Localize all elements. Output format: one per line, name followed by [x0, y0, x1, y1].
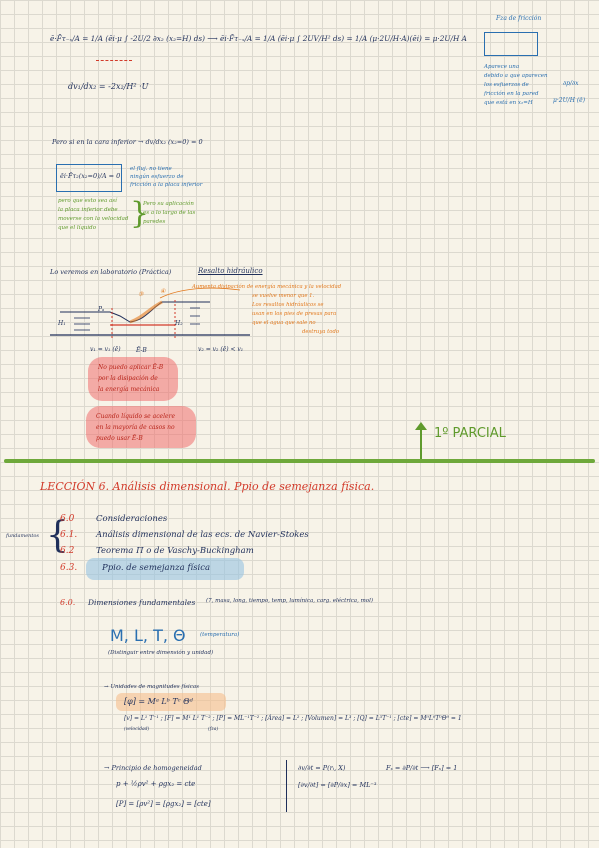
dims-heading-num: 6.0.	[60, 598, 76, 607]
green-note-line: pero que esto sea así	[58, 198, 117, 204]
boxed-equation-frame	[56, 164, 122, 192]
homog-right2: [∂v/∂t] = [∂P/∂x] = ML⁻³	[298, 781, 377, 789]
underline-mark	[96, 58, 132, 61]
lower-plate-line: Pero si en la cara inferior → dv/dx₂ (x₂…	[52, 138, 203, 146]
green-brace: }	[130, 196, 150, 231]
green-right-line: Pero su aplicación	[143, 201, 194, 207]
mlt-note: (temperatura)	[200, 632, 240, 638]
homog-right1: ∂v/∂t = P(rᵢ, X)	[298, 764, 346, 772]
units-row: [v] = L¹ T⁻¹ ; [F] = M¹ L¹ T⁻² ; [P] = M…	[124, 715, 462, 722]
units-sub-force: (fza)	[208, 727, 219, 732]
lab-heading: Lo veremos en laboratorio (Práctica)	[50, 268, 172, 276]
parcial-divider	[4, 459, 595, 463]
phi-highlight	[116, 693, 226, 711]
green-note: pero que esto sea así la placa inferior …	[58, 197, 128, 233]
label-3: ③	[138, 291, 144, 298]
equation-friction: ē·F̄τ₋ₓ/A = 1/A (ēi·μ ∫ -2U/2 ∂x₂ (x₂=H)…	[50, 34, 467, 43]
note-list: Aparece una debido a que aparecen los es…	[484, 63, 548, 108]
label-pa: Pₐ	[98, 306, 105, 313]
orange-note: Aumenta disipación de energía mecánica y…	[192, 283, 341, 337]
note-right-1: ∂p/∂x	[563, 80, 579, 87]
homog-eq1: p + ½ρv² + ρgx₂ = cte	[116, 780, 196, 788]
red-note-line: puedo usar Ē-B	[96, 435, 143, 442]
red-note-2: Cuando líquido se acelere en la mayoría …	[96, 411, 175, 444]
hydraulic-jump-diagram	[50, 287, 250, 340]
green-right-line: paredes	[143, 219, 166, 225]
orange-note-line: usan en los pies de presas para	[252, 311, 337, 317]
box-note-line: fricción a la placa inferior	[130, 182, 203, 188]
note-line: debido a que aparecen	[484, 73, 548, 79]
highlight-item-6-3	[86, 558, 244, 580]
orange-note-line: Aumenta disipación de energía mecánica y…	[192, 284, 342, 290]
box-note-line: ningún esfuerzo de	[130, 174, 184, 180]
lesson-title: LECCIÓN 6. Análisis dimensional. Ppio de…	[40, 480, 375, 493]
arrow-head-icon	[415, 422, 427, 430]
red-note-line: la energía mecánica	[98, 386, 160, 393]
arrow-icon	[420, 428, 422, 460]
green-right: Pero su aplicación es a lo largo de las …	[143, 200, 195, 227]
orange-note-line: que el agua que sale no	[252, 320, 316, 326]
equation-derivative: dv₁/dx₂ = -2x₂/H² ·U	[68, 82, 149, 91]
red-note-line: en la mayoría de casos no	[96, 424, 175, 431]
red-note-1: No puedo aplicar Ē-B por la disipación d…	[98, 362, 163, 395]
green-note-line: que el líquido	[58, 225, 97, 231]
dims-heading-note: (7, masa, long, tiempo, temp, lumínica, …	[206, 598, 374, 604]
item-text-6-0: Consideraciones	[96, 514, 168, 524]
phi-formula: [φ] = Mᵃ Lᵇ Tᶜ Θᵈ	[124, 697, 193, 706]
item-num-6-0: 6.0	[60, 514, 75, 524]
green-right-line: es a lo largo de las	[143, 210, 196, 216]
parcial-label: 1º PARCIAL	[434, 426, 506, 441]
homog-eq2: [P] = [ρv²] = [ρgx₂] = [cte]	[116, 800, 211, 808]
item-num-6-2: 6.2	[60, 546, 75, 556]
note-line: que está en x₂=H	[484, 100, 533, 106]
item-text-6-2: Teorema Π o de Vaschy-Buckingham	[96, 546, 254, 556]
mlt-symbols: M, L, T, Θ	[110, 626, 186, 645]
brace-icon: {	[46, 515, 69, 556]
homog-right3: Fₓ = ∂P/∂t ⟶ [Fₓ] = 1	[386, 764, 458, 772]
units-heading: → Unidades de magnitudes físicas	[104, 684, 199, 690]
orange-note-line: destruya todo	[302, 329, 340, 335]
units-sub-velocity: (velocidad)	[124, 727, 150, 732]
note-line: los esfuerzos de	[484, 82, 529, 88]
box-note: el fluj. no tiene ningún esfuerzo de fri…	[130, 165, 202, 189]
note-right-2: μ·2U/H (ē)	[553, 97, 586, 104]
green-note-line: moverse con la velocidad	[58, 216, 129, 222]
note-title: Fza de fricción	[496, 15, 542, 22]
vertical-divider	[286, 760, 287, 812]
item-num-6-3: 6.3.	[60, 563, 78, 573]
orange-note-line: se vuelve menor que 1.	[252, 293, 315, 299]
item-text-6-1: Análisis dimensional de las ecs. de Navi…	[96, 530, 309, 540]
label-h2: H₂	[175, 320, 183, 327]
boxed-equation: ēi·F̄τ₂(x₂=0)/A = 0	[60, 172, 121, 180]
red-note-line: por la disipación de	[98, 375, 158, 382]
label-v2: v₂ = v₂ (ē) < v₁	[198, 346, 244, 353]
label-h1: H₁	[58, 320, 66, 327]
note-box	[484, 32, 538, 56]
green-note-line: la placa inferior debe	[58, 207, 118, 213]
homog-title: → Principio de homogeneidad	[104, 764, 202, 772]
item-num-6-1: 6.1.	[60, 530, 78, 540]
note-line: fricción en la pared	[484, 91, 539, 97]
side-label: fundamentos	[6, 533, 39, 539]
red-note-line: No puedo aplicar Ē-B	[98, 364, 164, 371]
lab-title: Resalto hidráulico	[198, 267, 263, 275]
note-line: Aparece una	[484, 64, 520, 70]
label-eb: Ē-B	[136, 347, 147, 354]
red-note-line: Cuando líquido se acelere	[96, 413, 175, 420]
item-text-6-3: Ppio. de semejanza física	[102, 563, 211, 573]
orange-note-line: Los resaltos hidráulicos se	[252, 302, 324, 308]
label-4: ④	[160, 288, 166, 295]
distinguir-note: (Distinguir entre dimensión y unidad)	[108, 650, 214, 656]
label-v1: v₁ = v₁ (ē)	[90, 346, 121, 353]
red-highlight-1	[88, 357, 178, 401]
red-highlight-2	[86, 406, 196, 448]
box-note-line: el fluj. no tiene	[130, 166, 172, 172]
dims-heading: Dimensiones fundamentales	[88, 598, 196, 607]
